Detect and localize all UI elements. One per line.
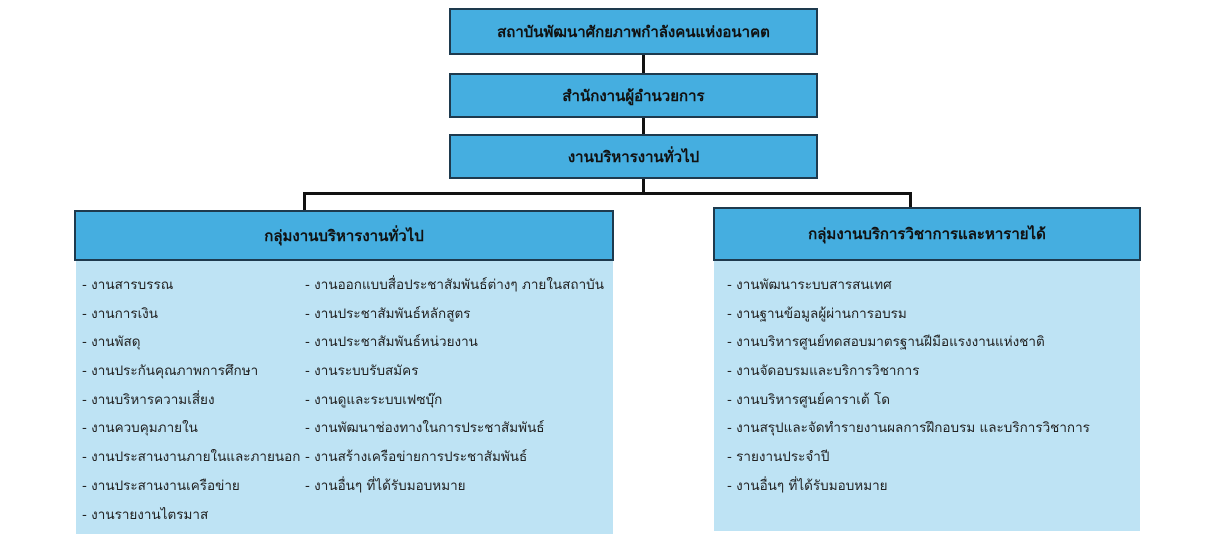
- list-item: - งานสร้างเครือข่ายการประชาสัมพันธ์: [305, 449, 528, 466]
- connector: [642, 117, 645, 135]
- connector: [303, 192, 912, 195]
- list-item: - งานสรุปและจัดทำรายงานผลการฝึกอบรม และบ…: [727, 420, 1090, 437]
- list-item: - งานอื่นๆ ที่ได้รับมอบหมาย: [727, 477, 888, 494]
- right-group-header: กลุ่มงานบริการวิชาการและหารายได้: [713, 207, 1141, 261]
- list-item: - งานพัฒนาระบบสารสนเทศ: [727, 277, 892, 293]
- left-col-1: - งานสารบรรณ - งานการเงิน - งานพัสดุ - ง…: [82, 273, 300, 531]
- institute-box: สถาบันพัฒนาศักยภาพกำลังคนแห่งอนาคต: [449, 8, 818, 55]
- list-item: - งานจัดอบรมและบริการวิชาการ: [727, 363, 920, 380]
- general-label: งานบริหารงานทั่วไป: [567, 147, 700, 166]
- right-col: - งานพัฒนาระบบสารสนเทศ - งานฐานข้อมูลผู้…: [727, 273, 1090, 503]
- list-item: - งานออกแบบสื่อประชาสัมพันธ์ต่างๆ ภายในส…: [305, 277, 604, 293]
- left-col-2: - งานออกแบบสื่อประชาสัมพันธ์ต่างๆ ภายในส…: [305, 273, 604, 503]
- left-group-header: กลุ่มงานบริหารงานทั่วไป: [74, 210, 614, 261]
- general-admin-box: งานบริหารงานทั่วไป: [449, 134, 818, 179]
- list-item: - งานระบบรับสมัคร: [305, 363, 419, 380]
- list-item: - งานบริหารศูนย์ทดสอบมาตรฐานฝีมือแรงงานแ…: [727, 334, 1045, 351]
- office-label: สำนักงานผู้อำนวยการ: [562, 86, 705, 105]
- list-item: - งานรายงานไตรมาส: [82, 506, 209, 523]
- list-item: - งานการเงิน: [82, 305, 159, 322]
- list-item: - รายงานประจำปี: [727, 449, 830, 466]
- list-item: - งานประสานงานเครือข่าย: [82, 477, 240, 494]
- list-item: - งานบริหารศูนย์คาราเต้ โด: [727, 391, 890, 408]
- list-item: - งานประสานงานภายในและภายนอก: [82, 449, 301, 466]
- list-item: - งานพัสดุ: [82, 334, 141, 351]
- institute-label: สถาบันพัฒนาศักยภาพกำลังคนแห่งอนาคต: [497, 22, 770, 41]
- left-group-list: - งานสารบรรณ - งานการเงิน - งานพัสดุ - ง…: [76, 261, 613, 534]
- connector: [909, 192, 912, 208]
- right-group-title: กลุ่มงานบริการวิชาการและหารายได้: [808, 225, 1046, 243]
- director-office-box: สำนักงานผู้อำนวยการ: [449, 73, 818, 118]
- right-group-list: - งานพัฒนาระบบสารสนเทศ - งานฐานข้อมูลผู้…: [714, 261, 1140, 531]
- list-item: - งานพัฒนาช่องทางในการประชาสัมพันธ์: [305, 420, 545, 437]
- connector: [642, 54, 645, 74]
- connector: [642, 178, 645, 194]
- list-item: - งานบริหารความเสี่ยง: [82, 391, 215, 408]
- list-item: - งานสารบรรณ: [82, 277, 174, 293]
- list-item: - งานประชาสัมพันธ์หลักสูตร: [305, 305, 471, 322]
- left-group-title: กลุ่มงานบริหารงานทั่วไป: [264, 226, 424, 245]
- list-item: - งานประชาสัมพันธ์หน่วยงาน: [305, 334, 478, 351]
- list-item: - งานอื่นๆ ที่ได้รับมอบหมาย: [305, 477, 466, 494]
- list-item: - งานควบคุมภายใน: [82, 420, 198, 437]
- list-item: - งานประกันคุณภาพการศึกษา: [82, 363, 259, 380]
- connector: [303, 192, 306, 211]
- list-item: - งานดูและระบบเฟซบุ๊ก: [305, 391, 443, 408]
- list-item: - งานฐานข้อมูลผู้ผ่านการอบรม: [727, 305, 907, 322]
